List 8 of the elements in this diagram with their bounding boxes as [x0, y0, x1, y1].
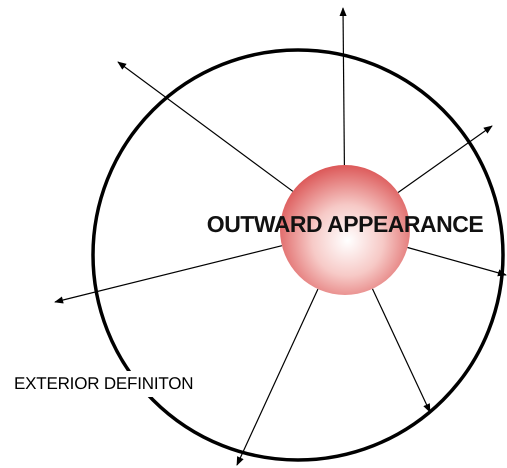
circle-label: EXTERIOR DEFINITON: [12, 371, 196, 397]
arrow: [117, 61, 294, 192]
arrow: [407, 246, 507, 276]
arrow: [339, 7, 347, 165]
arrow: [54, 245, 282, 304]
arrow: [372, 288, 431, 413]
arrow: [398, 125, 493, 193]
arrow: [236, 288, 318, 466]
